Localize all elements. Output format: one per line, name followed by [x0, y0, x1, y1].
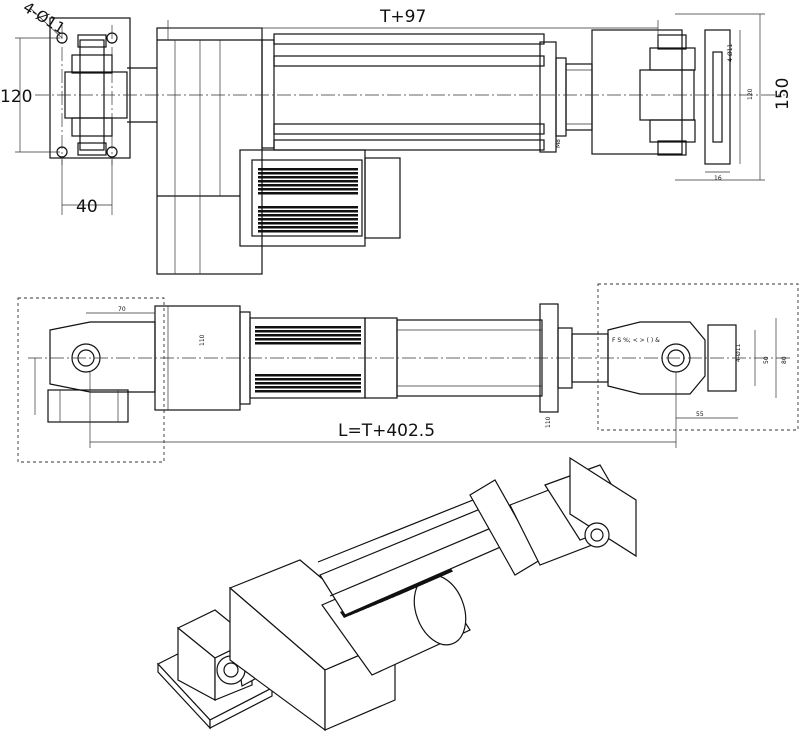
motor-fin: [258, 230, 358, 233]
motor-fin: [258, 180, 358, 183]
dim-50: 50: [763, 356, 770, 364]
motor-fin: [255, 390, 361, 393]
motor-fin: [258, 192, 358, 195]
left-mount-plate: [49, 17, 131, 159]
bolt-head: [657, 140, 687, 156]
left-clevis: [49, 321, 156, 393]
side-view: L=T+402.5 70 110 110 55 50 80 4-Ø11 F S …: [17, 283, 799, 463]
dim-right-120: 120: [747, 88, 754, 100]
motor-fin: [258, 226, 358, 229]
dim-80: 80: [781, 356, 788, 364]
motor-fin: [258, 188, 358, 191]
dim-right-150: 150: [773, 78, 793, 110]
motor-fin: [258, 214, 358, 217]
dim-110-flange: 110: [545, 416, 552, 428]
motor-fin: [255, 326, 361, 329]
motor-endcap: [364, 157, 401, 239]
motor-fin: [258, 210, 358, 213]
right-clevis: [591, 29, 683, 155]
right-mount-plate: [704, 29, 731, 165]
motor-fin: [255, 386, 361, 389]
motor-fin: [258, 172, 358, 175]
bolt-head: [77, 34, 107, 48]
right-detail-frame: [597, 283, 799, 431]
front-flange: [539, 41, 557, 153]
motor-fin: [255, 338, 361, 341]
gearbox-housing: [156, 27, 263, 275]
dim-width-label: 40: [76, 197, 98, 217]
dim-55: 55: [696, 411, 704, 418]
iso-right-plate: [569, 456, 637, 558]
guide-rod: [273, 55, 545, 67]
isometric-view: [157, 456, 637, 732]
top-view: T+97 120 40 4-Ø11 4-Ø11 120 150 16 M8: [0, 0, 793, 275]
dim-holes-label: 4-Ø11: [20, 0, 68, 38]
motor-fin: [255, 330, 361, 333]
bolt-head: [657, 34, 687, 50]
dim-110-body: 110: [199, 334, 206, 346]
bolt-head: [77, 142, 107, 156]
dim-length-label: T+97: [379, 7, 426, 27]
motor-fin: [255, 342, 361, 345]
tolerance-note: F S %; < > ( ) &: [612, 337, 660, 344]
dim-height-label: 120: [0, 87, 32, 107]
left-detail-frame: [17, 297, 165, 463]
motor-fin: [255, 378, 361, 381]
motor-fin: [258, 218, 358, 221]
motor-fin: [258, 184, 358, 187]
dim-small-tag: M8: [555, 139, 562, 148]
motor-fin: [258, 168, 358, 171]
dim-side-small: 4-Ø11: [735, 343, 742, 362]
right-rod-end: [607, 321, 706, 395]
motor-fin: [255, 334, 361, 337]
dim-70: 70: [118, 306, 126, 313]
motor-fin: [258, 176, 358, 179]
motor-fin: [258, 206, 358, 209]
dim-overall-label: L=T+402.5: [338, 421, 435, 441]
dim-right-small: 4-Ø11: [727, 43, 734, 62]
dim-right-16: 16: [714, 175, 722, 182]
motor-fin: [255, 382, 361, 385]
motor-fin: [255, 374, 361, 377]
motor-fin: [258, 222, 358, 225]
guide-rod: [273, 123, 545, 135]
